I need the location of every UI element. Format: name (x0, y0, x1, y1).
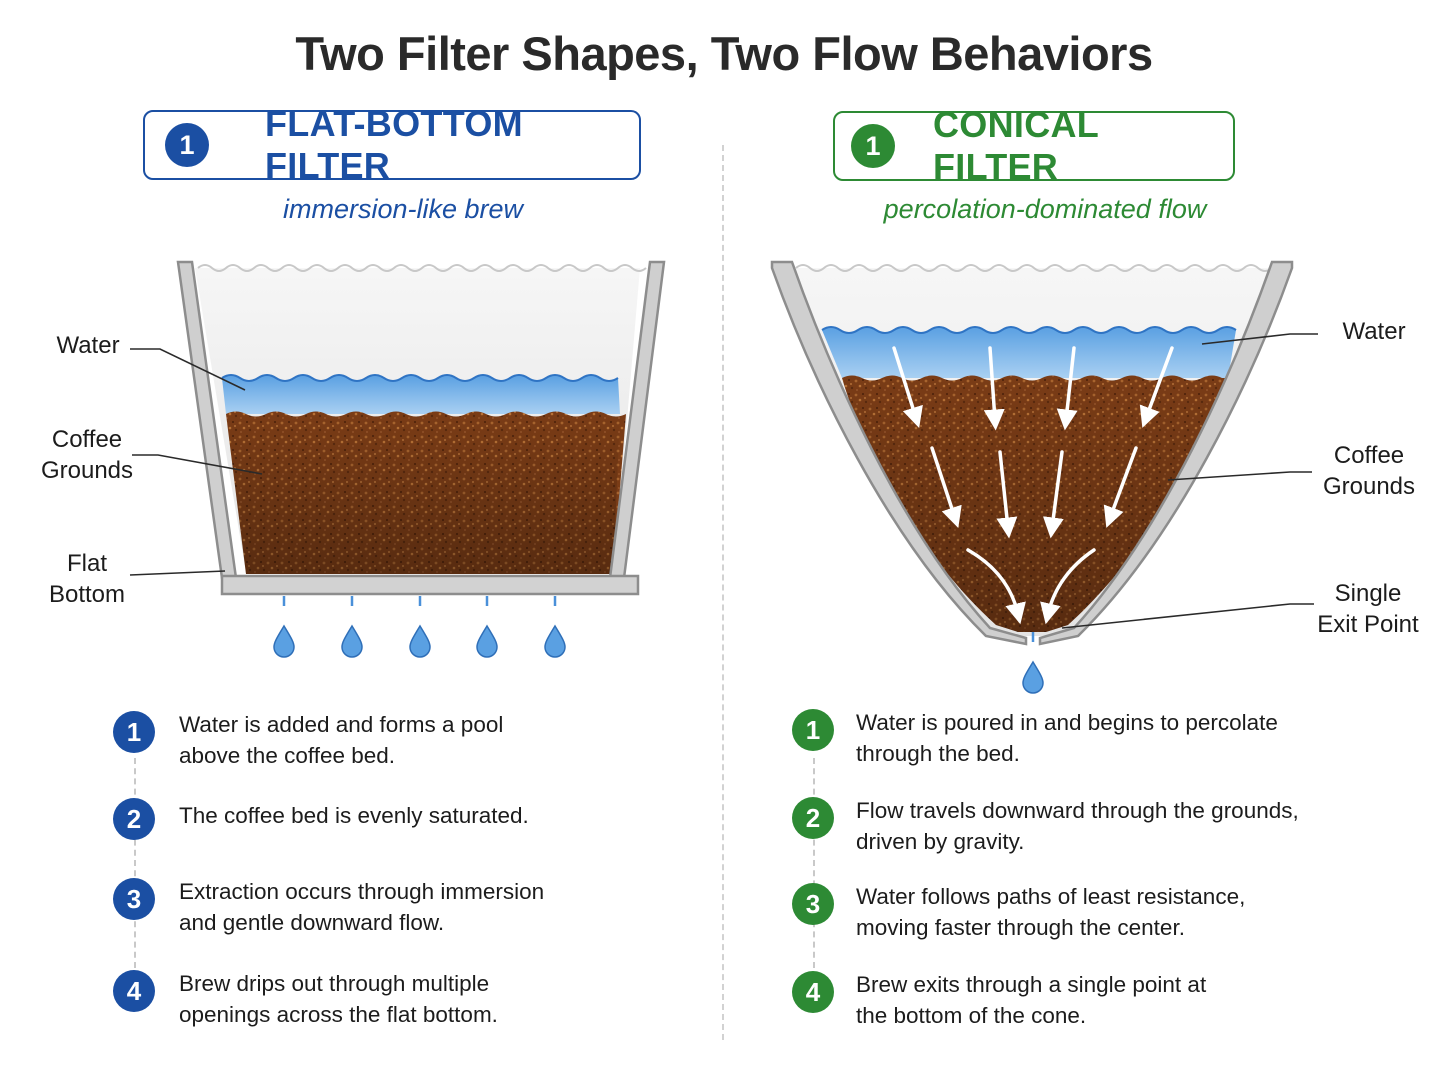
conical-water-label: Water (1324, 316, 1424, 347)
flat-steps-connector (134, 758, 136, 968)
flat-grounds-label: Coffee Grounds (32, 424, 142, 486)
flat-bottom-label: Flat Bottom (36, 548, 138, 610)
conical-exit-leader (1061, 603, 1314, 629)
conical-grounds-label: Coffee Grounds (1312, 440, 1426, 502)
flow-arrows (892, 346, 1174, 625)
flat-step-2-line1: The coffee bed is evenly saturated. (179, 803, 529, 828)
flat-grounds-leader (132, 454, 263, 475)
conical-step-1-line1: Water is poured in and begins to percola… (856, 710, 1278, 735)
flat-filter-header: 1 FLAT-BOTTOM FILTER (143, 103, 641, 186)
flat-grounds-label-line2: Grounds (40, 457, 134, 484)
conical-water-layer (822, 327, 1236, 378)
flat-bottom-label-line1: Flat (66, 550, 107, 577)
conical-step-3-line2: moving faster through the center. (856, 915, 1185, 940)
conical-subtitle: percolation-dominated flow (883, 194, 1207, 224)
conical-step-3-text: Water follows paths of least resistance,… (856, 881, 1356, 943)
flat-step-4-line2: openings across the flat bottom. (179, 1002, 498, 1027)
flat-grounds-label-line1: Coffee (51, 426, 123, 453)
flat-step-4-badge: 4 (113, 970, 155, 1012)
flat-step-3-text: Extraction occurs through immersion and … (179, 876, 619, 938)
drip-drop (544, 624, 566, 658)
drip-drop (409, 624, 431, 658)
conical-header-label: CONICAL FILTER (933, 104, 1099, 187)
flat-step-2: 2 The coffee bed is evenly saturated. (113, 796, 619, 840)
flat-water-label: Water (40, 330, 136, 361)
conical-step-4-text: Brew exits through a single point at the… (856, 969, 1356, 1031)
flat-step-3: 3 Extraction occurs through immersion an… (113, 876, 619, 938)
page-title: Two Filter Shapes, Two Flow Behaviors (295, 27, 1153, 80)
flat-step-1-text: Water is added and forms a pool above th… (179, 709, 619, 771)
flat-water-label-text: Water (56, 332, 120, 359)
conical-exit-label-line1: Single (1334, 580, 1402, 607)
flat-step-2-badge: 2 (113, 798, 155, 840)
drip-drop (273, 624, 295, 658)
flat-water-leader (130, 348, 246, 391)
conical-water-label-text: Water (1342, 318, 1406, 345)
conical-exit-label-line2: Exit Point (1317, 611, 1419, 638)
conical-step-1-text: Water is poured in and begins to percola… (856, 707, 1356, 769)
conical-water-leader (1201, 333, 1318, 345)
flat-filter-drawing (129, 260, 666, 658)
conical-filter-header: 1 CONICAL FILTER (833, 104, 1235, 187)
conical-step-2-badge: 2 (792, 797, 834, 839)
flat-subtitle: immersion-like brew (282, 194, 524, 224)
flat-step-3-line1: Extraction occurs through immersion (179, 879, 545, 904)
conical-step-4: 4 Brew exits through a single point at t… (792, 969, 1356, 1031)
conical-step-2: 2 Flow travels downward through the grou… (792, 795, 1356, 857)
flat-bottom-plate (220, 574, 640, 596)
flat-bottom-leader (129, 570, 226, 576)
conical-right-wall (1038, 260, 1294, 646)
exit-drop (1022, 660, 1044, 694)
conical-step-3: 3 Water follows paths of least resistanc… (792, 881, 1356, 943)
conical-steps-connector (813, 758, 815, 968)
flat-step-4-text: Brew drips out through multiple openings… (179, 968, 619, 1030)
flat-header-number-badge: 1 (165, 123, 209, 167)
conical-step-1-line2: through the bed. (856, 741, 1020, 766)
flat-step-4-line1: Brew drips out through multiple (179, 971, 490, 996)
flat-step-1: 1 Water is added and forms a pool above … (113, 709, 619, 771)
conical-step-3-badge: 3 (792, 883, 834, 925)
conical-exit-label: Single Exit Point (1308, 578, 1428, 640)
flat-bottom-label-line2: Bottom (48, 581, 126, 608)
flat-step-1-badge: 1 (113, 711, 155, 753)
conical-step-4-line1: Brew exits through a single point at (856, 972, 1207, 997)
flat-step-3-line2: and gentle downward flow. (179, 910, 445, 935)
flat-step-1-line1: Water is added and forms a pool (179, 712, 504, 737)
drip-drop (476, 624, 498, 658)
conical-step-4-line2: the bottom of the cone. (856, 1003, 1087, 1028)
flat-step-2-text: The coffee bed is evenly saturated. (179, 800, 619, 831)
flat-water-layer (222, 375, 620, 414)
flat-step-4: 4 Brew drips out through multiple openin… (113, 968, 619, 1030)
conical-step-2-line2: driven by gravity. (856, 829, 1025, 854)
conical-step-1-badge: 1 (792, 709, 834, 751)
conical-step-3-line1: Water follows paths of least resistance, (856, 884, 1246, 909)
conical-filter-drawing (770, 260, 1318, 694)
center-divider (722, 145, 724, 1040)
conical-left-wall (770, 260, 1028, 646)
conical-step-2-line1: Flow travels downward through the ground… (856, 798, 1299, 823)
flat-header-label: FLAT-BOTTOM FILTER (265, 103, 523, 186)
conical-header-number-badge: 1 (851, 124, 895, 168)
conical-grounds-leader (1167, 471, 1312, 481)
flat-step-1-line2: above the coffee bed. (179, 743, 396, 768)
conical-step-4-badge: 4 (792, 971, 834, 1013)
drip-drop (341, 624, 363, 658)
conical-step-2-text: Flow travels downward through the ground… (856, 795, 1356, 857)
conical-step-1: 1 Water is poured in and begins to perco… (792, 707, 1356, 769)
flat-step-3-badge: 3 (113, 878, 155, 920)
conical-grounds-label-line2: Grounds (1322, 473, 1416, 500)
conical-grounds-label-line1: Coffee (1333, 442, 1405, 469)
